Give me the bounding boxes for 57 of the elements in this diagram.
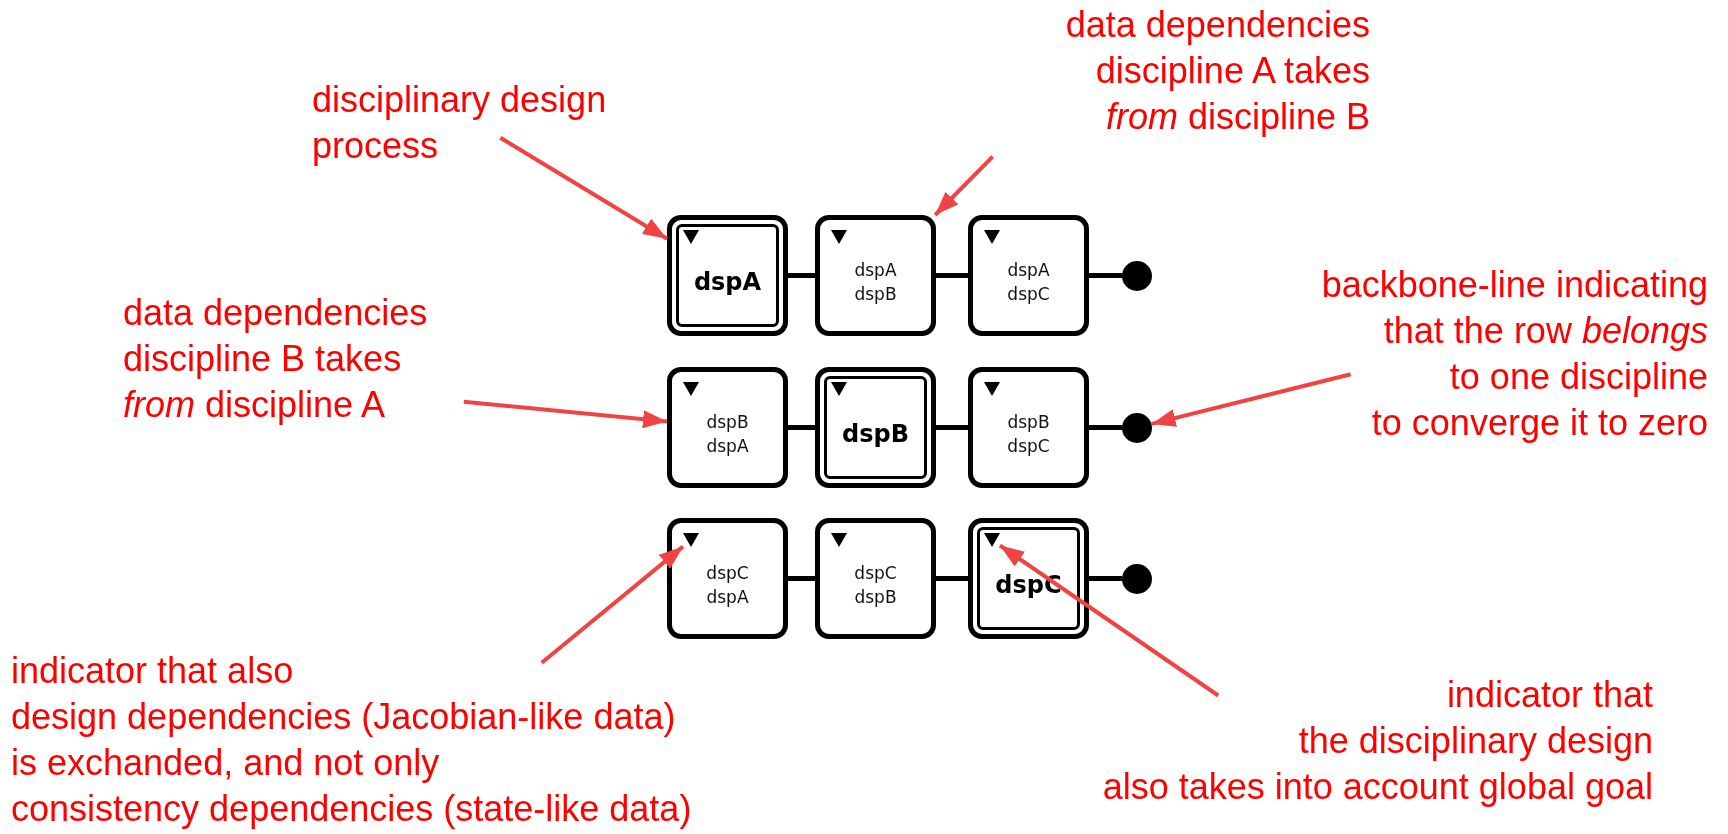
box-label: dspB xyxy=(842,419,909,448)
box-label: dspC xyxy=(1007,434,1050,458)
backbone-line xyxy=(1089,576,1122,581)
backbone-line xyxy=(936,273,968,278)
end-dot xyxy=(1122,563,1152,594)
backbone-line xyxy=(936,425,968,430)
backbone-line xyxy=(936,576,968,581)
indicator-triangle-icon xyxy=(984,230,1000,244)
leader-arrow xyxy=(998,543,1220,698)
leader-arrow xyxy=(540,545,685,665)
callout-text: disciplinary design process xyxy=(312,77,607,169)
box-label: dspA xyxy=(1007,258,1050,282)
callout-text: indicator that the disciplinary design also takes into account global goal xyxy=(1102,672,1653,810)
process-box xyxy=(815,518,936,639)
process-box xyxy=(667,518,788,639)
indicator-triangle-icon xyxy=(984,382,1000,396)
box-label: dspB xyxy=(1007,410,1050,434)
box-label: dspC xyxy=(854,561,897,585)
process-box xyxy=(968,367,1089,488)
box-label: dspB xyxy=(854,585,897,609)
box-label: dspA xyxy=(693,267,762,296)
callout-text: data dependencies discipline A takes from discipline B xyxy=(1065,2,1370,140)
box-label: dspA xyxy=(854,258,897,282)
leader-arrow xyxy=(1151,372,1352,427)
callout-text: backbone-line indicating that the row belongs to one discipline to converge it to zero xyxy=(1321,262,1708,446)
indicator-triangle-icon xyxy=(831,382,847,396)
backbone-line xyxy=(788,273,815,278)
box-label: dspB xyxy=(706,410,749,434)
design-process-box xyxy=(815,367,936,488)
end-dot xyxy=(1122,260,1152,291)
indicator-triangle-icon xyxy=(984,533,1000,547)
process-box xyxy=(968,215,1089,336)
callout-text: indicator that also design dependencies (Jacobian-like data) is exchanded, and not only consistency dependencies (state-like data) xyxy=(11,648,692,832)
backbone-line xyxy=(1089,425,1122,430)
indicator-triangle-icon xyxy=(831,230,847,244)
backbone-line xyxy=(788,576,815,581)
box-label: dspB xyxy=(854,282,897,306)
design-process-box xyxy=(667,215,788,336)
process-box xyxy=(815,215,936,336)
indicator-triangle-icon xyxy=(683,230,699,244)
box-label: dspA xyxy=(706,585,749,609)
indicator-triangle-icon xyxy=(683,533,699,547)
indicator-triangle-icon xyxy=(683,382,699,396)
process-box xyxy=(667,367,788,488)
backbone-line xyxy=(788,425,815,430)
design-process-box xyxy=(968,518,1089,639)
box-label: dspC xyxy=(706,561,749,585)
leader-arrow xyxy=(463,399,668,429)
leader-arrow xyxy=(499,136,669,241)
end-dot xyxy=(1122,412,1152,443)
backbone-line xyxy=(1089,273,1122,278)
box-label: dspC xyxy=(995,570,1062,599)
leader-arrow xyxy=(933,155,995,217)
box-label: dspA xyxy=(706,434,749,458)
callout-text: data dependencies discipline B takes from discipline A xyxy=(123,290,428,428)
box-label: dspC xyxy=(1007,282,1050,306)
indicator-triangle-icon xyxy=(831,533,847,547)
